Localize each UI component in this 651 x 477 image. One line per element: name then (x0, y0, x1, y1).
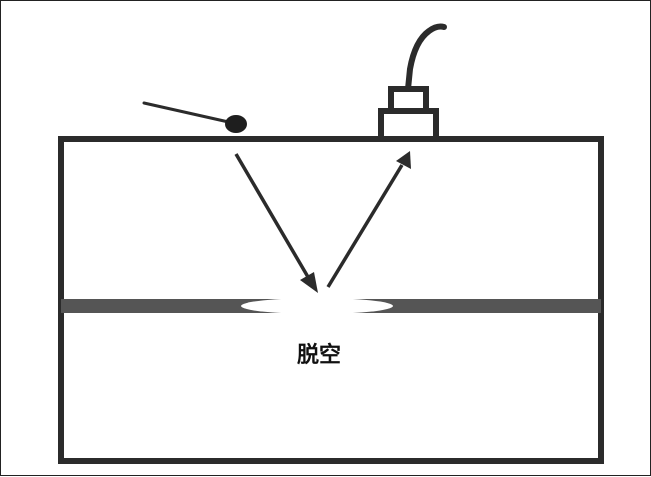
incident-wave-arrow (234, 153, 318, 293)
sensor-transducer-icon (378, 23, 447, 142)
sensor-cable (405, 23, 447, 92)
impact-hammer-icon (142, 101, 247, 133)
void-label: 脱空 (296, 343, 341, 368)
void-ellipse (241, 298, 393, 314)
reflected-wave-arrow (326, 151, 411, 288)
